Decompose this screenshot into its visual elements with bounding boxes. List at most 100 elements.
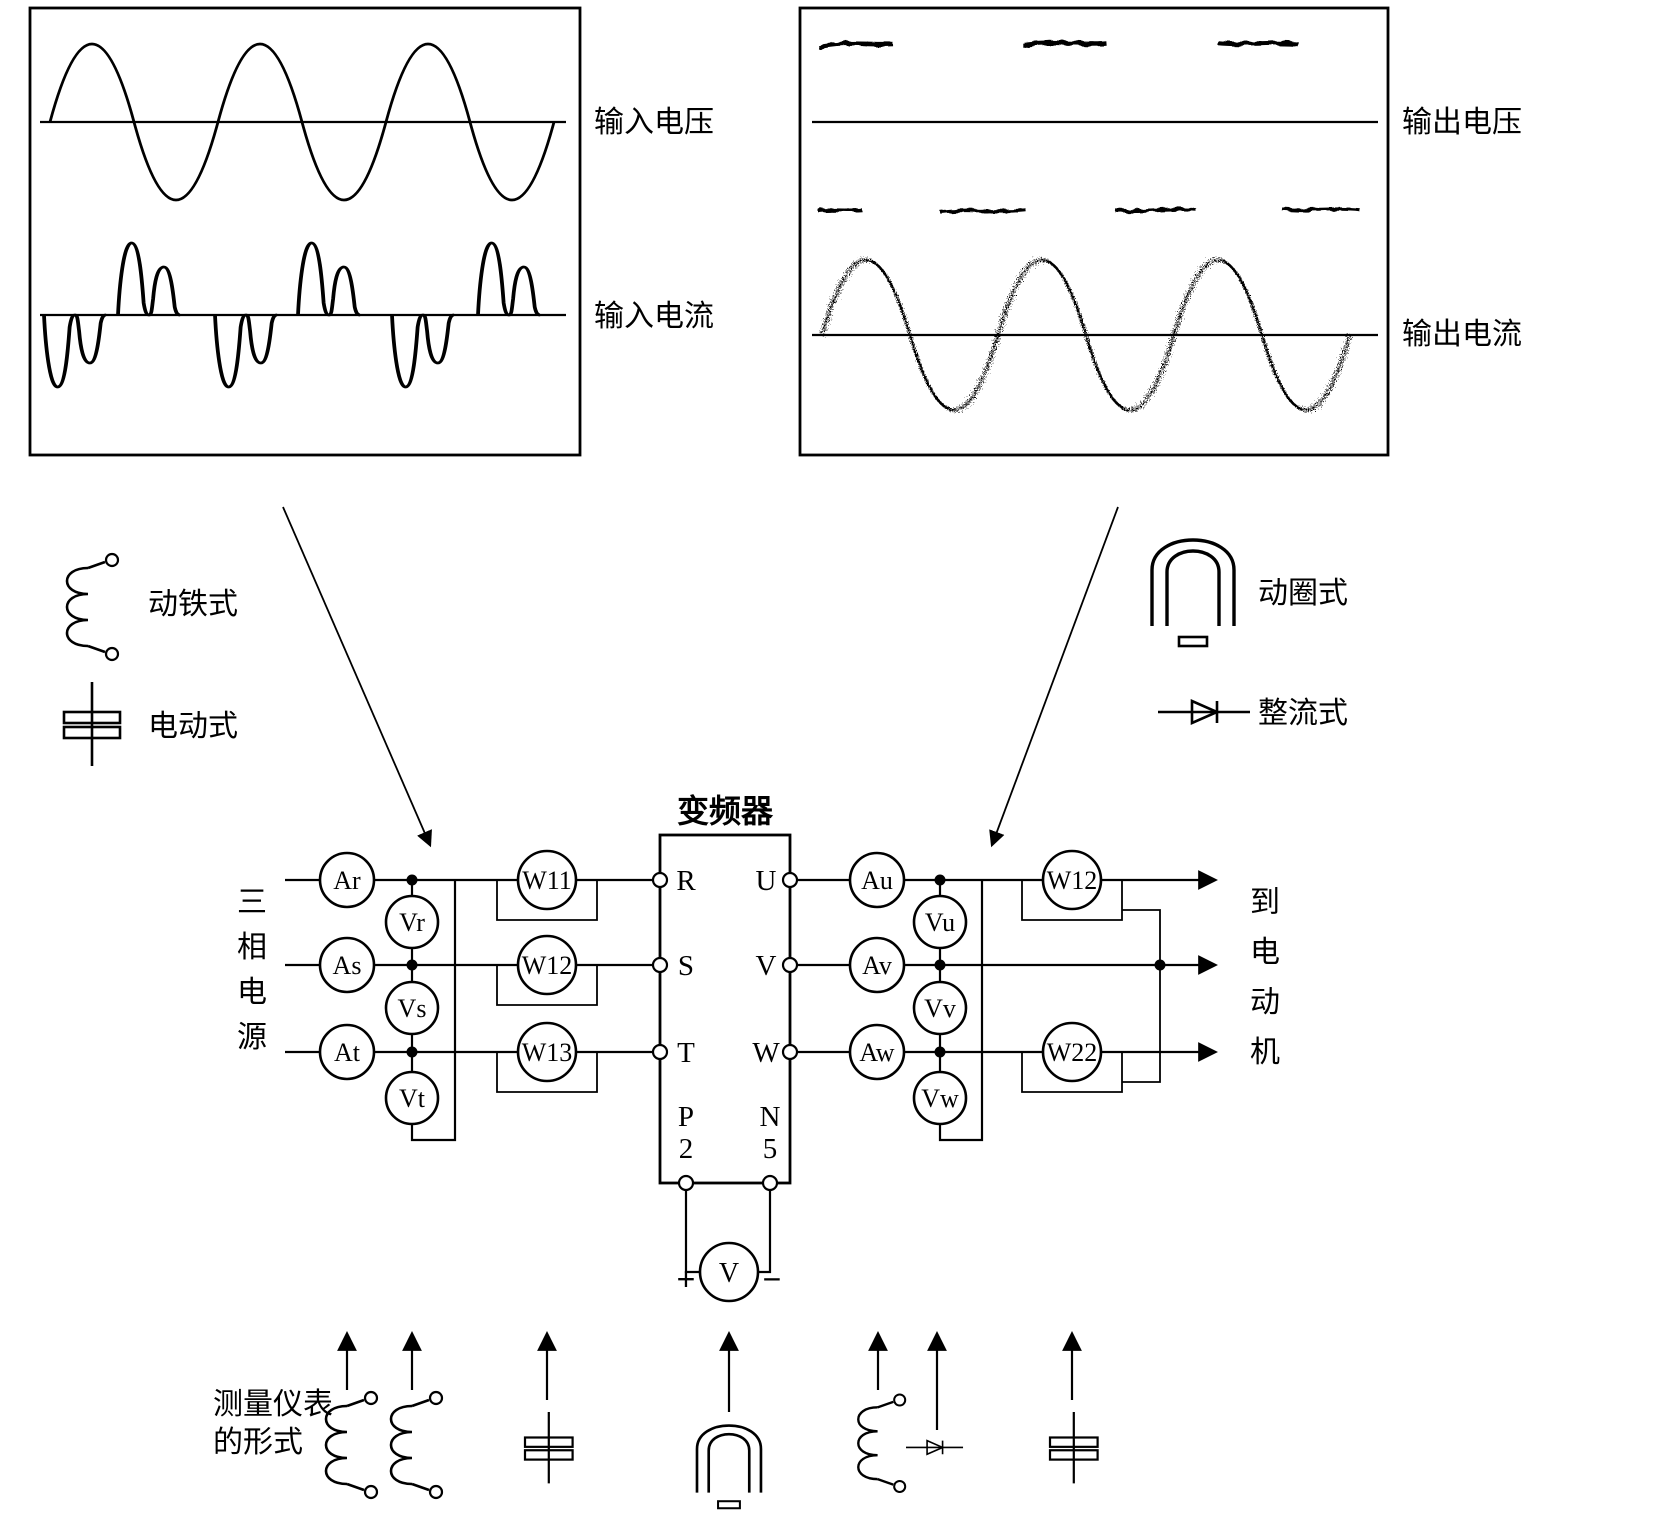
output-voltage-label: 输出电压 [1402,106,1522,139]
output-current-wave [820,258,1352,412]
meter-vv-label: Vv [924,994,956,1023]
motor-char-4: 机 [1250,1036,1280,1069]
moving-iron-icon [65,552,120,662]
meter-vr: Vr [384,894,440,950]
meter-dc-voltmeter: V + − [677,1241,782,1303]
motor-char-2: 电 [1250,936,1280,969]
junction-dots [406,874,1166,1058]
meter-aw: Aw [848,1023,906,1081]
terminal-n: N [760,1101,781,1133]
source-char-2: 相 [237,931,267,964]
meter-vs: Vs [384,980,440,1036]
meter-au-label: Au [861,866,893,895]
input-voltage-wave [48,42,556,202]
legend-right: 动圈式 整流式 [1150,538,1348,730]
meter-av: Av [848,936,906,994]
moving-iron-icon [389,1390,444,1500]
meter-w22-label: W22 [1047,1038,1098,1067]
meter-vv: Vv [912,980,968,1036]
electrodynamic-icon [1048,1410,1099,1485]
output-panel-frame [798,6,1390,457]
meter-vt-label: Vt [399,1084,426,1113]
legend-left: 动铁式 电动式 [62,552,238,768]
inverter-label: 变频器 [677,793,774,829]
meter-av-label: Av [862,951,892,980]
footer-label-line2: 的形式 [213,1426,303,1459]
terminal-r: R [676,865,696,897]
meter-w12-label: W12 [522,951,573,980]
meter-as-label: As [333,951,362,980]
input-panel-leader-arrow [282,506,432,848]
meter-dc-label: V [719,1258,739,1289]
rectifier-icon [905,1439,964,1456]
dc-voltmeter-wires [684,1190,772,1274]
wattmeter-brackets-right [1021,880,1123,1093]
terminal-circle-n5 [761,1174,779,1192]
meter-vr-label: Vr [399,908,425,937]
input-panel-frame [28,6,582,457]
meter-ar-label: Ar [333,866,361,895]
meter-vs-label: Vs [398,994,427,1023]
meter-w13: W13 [516,1021,578,1083]
inverter-box [658,833,792,1185]
terminal-circle-r [651,871,669,889]
source-char-4: 源 [237,1021,267,1054]
meter-vu: Vu [912,894,968,950]
meter-w13-label: W13 [522,1038,573,1067]
footer-instrument-forms: 测量仪表 的形式 [213,1331,1099,1510]
input-waveform-panel: 输入电压 输入电流 [28,6,714,457]
meter-vw: Vw [912,1070,968,1126]
meter-w12: W12 [516,934,578,996]
meter-at-label: At [334,1038,361,1067]
meter-as: As [318,936,376,994]
output-voltage-pwm-marks [817,40,1361,214]
input-current-label: 输入电流 [594,300,714,333]
moving-coil-label: 动圈式 [1258,577,1348,610]
footer-label-line1: 测量仪表 [213,1388,333,1421]
meter-vt: Vt [384,1070,440,1126]
terminal-circle-p2 [677,1174,695,1192]
meter-vw-label: Vw [921,1084,959,1113]
moving-iron-icon [324,1390,379,1500]
rectifier-icon [1156,699,1252,725]
electrodynamic-icon [523,1410,574,1485]
meter-au: Au [848,851,906,909]
meter-aw-label: Aw [859,1038,894,1067]
meter-w11-label: W11 [522,866,572,895]
moving-coil-icon [1150,538,1236,648]
terminal-circle-s [651,956,669,974]
motor-char-1: 到 [1250,886,1280,919]
terminal-circle-w [781,1043,799,1061]
meter-w12-output-label: W12 [1047,866,1098,895]
terminal-n-number: 5 [763,1133,778,1165]
moving-iron-icon [857,1393,907,1494]
terminal-v: V [756,950,777,982]
source-char-3: 电 [237,976,267,1009]
output-waveform-panel: 输出电压 输出电流 [798,6,1522,457]
footer-up-arrows [337,1331,1082,1430]
electrodynamic-label: 电动式 [148,710,238,743]
terminal-s: S [678,950,694,982]
output-panel-leader-arrow [989,506,1119,848]
to-motor-label: 到 电 动 机 [1250,886,1280,1069]
meters: Ar As At Vr Vs Vt W11 W12 W13 Au Av Aw V… [318,849,1103,1303]
terminal-p: P [678,1101,694,1133]
terminal-t: T [677,1037,695,1069]
meter-vu-label: Vu [925,908,955,937]
output-current-label: 输出电流 [1402,318,1522,351]
dc-plus-sign: + [677,1261,696,1297]
terminal-u: U [756,865,777,897]
meter-at: At [318,1023,376,1081]
dc-minus-sign: − [763,1261,782,1297]
terminal-circle-v [781,956,799,974]
terminal-p-number: 2 [679,1133,694,1165]
meter-w22: W22 [1041,1021,1103,1083]
meter-w11: W11 [516,849,578,911]
meter-ar: Ar [318,851,376,909]
moving-coil-icon [695,1424,763,1510]
wattmeter-brackets-left [496,880,598,1093]
meter-w12-output: W12 [1041,849,1103,911]
electrodynamic-icon [62,680,122,768]
